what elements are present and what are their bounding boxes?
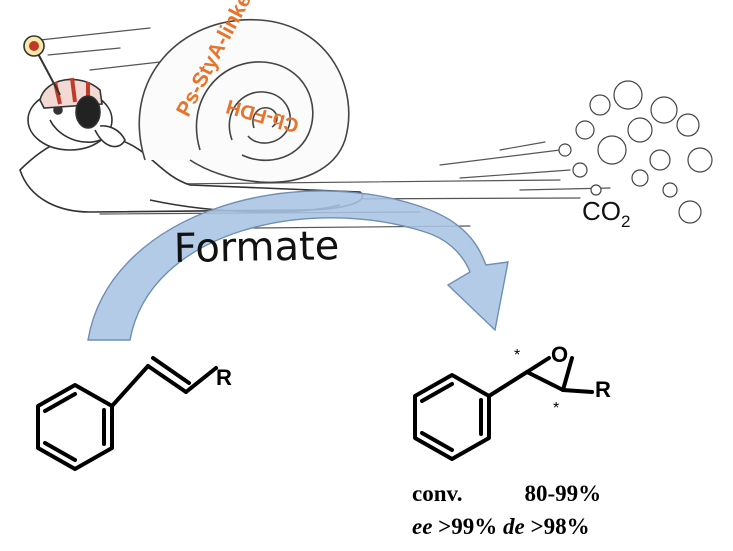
conversion-value: 80-99%: [524, 481, 602, 506]
conversion-label: conv.: [412, 481, 463, 506]
snail-shell: [138, 19, 350, 184]
snail-icon: [19, 35, 364, 213]
conversion-line: conv. 80-99%: [412, 481, 601, 507]
co2-label: CO2: [582, 196, 630, 231]
cosubstrate-label: Formate: [173, 223, 339, 272]
stereocenter-mark-2: *: [553, 400, 559, 417]
ee-label: ee: [412, 514, 433, 539]
reaction-arrow: [87, 190, 509, 341]
epoxide-oxygen-label: O: [551, 342, 568, 367]
de-label: de: [503, 514, 525, 539]
co2-bubbles: [558, 80, 713, 224]
product-substituent-label: R: [595, 377, 611, 402]
substrate-structure: [36, 356, 218, 471]
de-value: >98%: [530, 514, 590, 539]
stereocenter-mark-1: *: [514, 347, 520, 364]
product-structure: [413, 356, 594, 461]
substrate-substituent-label: R: [216, 365, 232, 390]
ee-value: >99%: [438, 514, 498, 539]
selectivity-line: ee >99% de >98%: [412, 514, 590, 540]
